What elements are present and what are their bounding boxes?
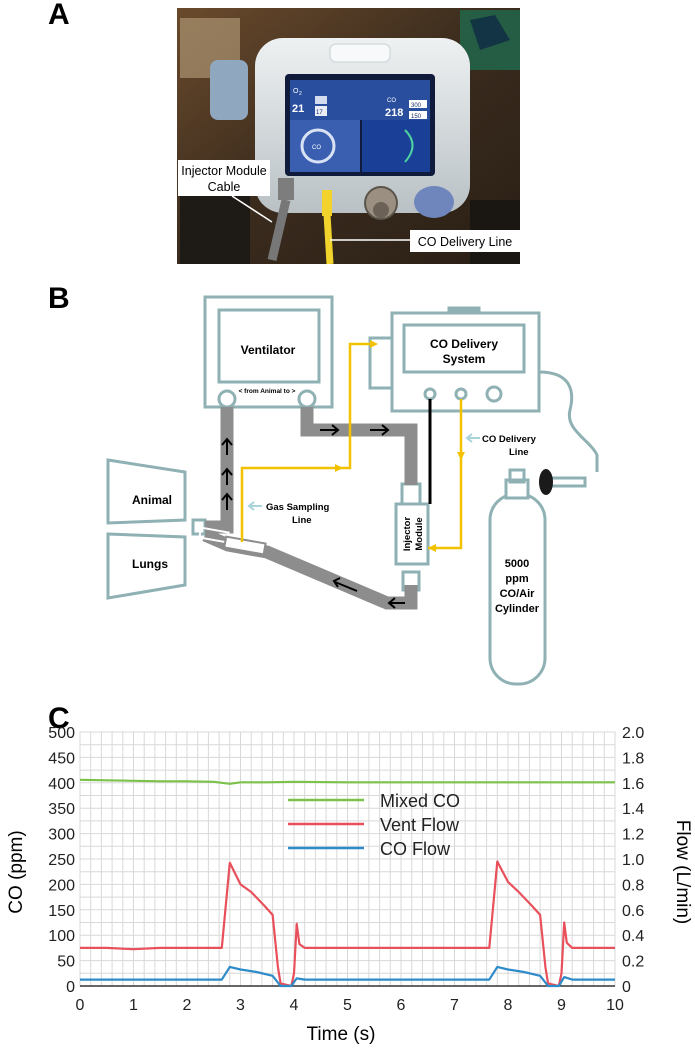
- x-tick-label: 7: [450, 997, 459, 1014]
- legend-label: CO Flow: [380, 839, 451, 859]
- legend-label: Vent Flow: [380, 815, 460, 835]
- chart-lines: [79, 778, 615, 988]
- co-delivery-line: [428, 399, 463, 550]
- lungs-box: [106, 532, 187, 600]
- y-tick-label: 200: [48, 877, 75, 894]
- x-tick-label: 8: [504, 997, 513, 1014]
- screen-co-label: CO: [387, 98, 396, 104]
- screen-co-value: 218: [385, 107, 403, 119]
- x-tick-label: 4: [290, 997, 299, 1014]
- x-tick-label: 5: [343, 997, 352, 1014]
- x-tick-label: 9: [557, 997, 566, 1014]
- cylinder-valve-icon: [539, 469, 553, 495]
- x-axis-label: Time (s): [307, 1024, 376, 1045]
- screen-value-17: 17: [316, 110, 323, 116]
- screen-o2-sub: 2: [299, 91, 302, 97]
- cylinder-label-3: CO/Air: [500, 588, 536, 600]
- injector-cable-connector: [278, 178, 294, 200]
- injector-cable-text-2: Cable: [208, 180, 241, 194]
- panel-a-label: A: [48, 0, 70, 31]
- chart-grid: [79, 731, 616, 987]
- lungs-label: Lungs: [132, 557, 168, 571]
- co-delivery-line-label-1: CO Delivery: [482, 434, 537, 445]
- co-system-label-2: System: [443, 352, 486, 366]
- ventilator-ports-label: < from Animal to >: [239, 388, 296, 395]
- y-tick-label: 50: [57, 954, 75, 971]
- expiratory-tube: [300, 407, 418, 485]
- y-tick-label: 350: [48, 801, 75, 818]
- y-axis-label: CO (ppm): [6, 830, 27, 913]
- co-dial-icon: [300, 128, 336, 164]
- y2-tick-label: 0: [622, 979, 631, 996]
- co-system-label-1: CO Delivery: [430, 337, 498, 351]
- y-tick-label: 500: [48, 725, 75, 742]
- x-tick-label: 10: [606, 997, 624, 1014]
- y-tick-label: 250: [48, 852, 75, 869]
- cylinder-label-4: Cylinder: [495, 603, 540, 615]
- y-tick-label: 0: [66, 979, 75, 996]
- gas-canister: [210, 60, 248, 120]
- y-tick-label: 150: [48, 903, 75, 920]
- y2-axis-label: Flow (L/min): [672, 820, 693, 925]
- x-tick-label: 3: [236, 997, 245, 1014]
- y2-tick-label: 0.6: [622, 903, 644, 920]
- chart-legend: Mixed CO Vent Flow CO Flow: [288, 791, 460, 859]
- y2-tick-label: 0.8: [622, 877, 644, 894]
- y-tick-label: 400: [48, 776, 75, 793]
- y2-tick-label: 1.0: [622, 852, 644, 869]
- injector-cable-callout: [178, 160, 270, 196]
- y2-tick-label: 0.4: [622, 928, 644, 945]
- panel-c-label: C: [48, 702, 70, 735]
- panel-a-photo: O 2 21 17 CO 218 300 150 CO Injector Mod…: [177, 8, 520, 265]
- y2-tick-label: 1.4: [622, 801, 644, 818]
- injector-label-2: Module: [414, 517, 425, 550]
- y2-tick-label: 1.2: [622, 827, 644, 844]
- inspiratory-tube: [205, 407, 234, 534]
- animal-label: Animal: [132, 493, 172, 507]
- x-tick-label: 1: [129, 997, 138, 1014]
- panel-b-label: B: [48, 282, 70, 315]
- screen-o2-value: 21: [292, 103, 304, 115]
- gas-sampling-label-2: Line: [292, 515, 312, 526]
- co-delivery-line-label-2: Line: [509, 447, 529, 458]
- y2-tick-label: 0.2: [622, 954, 644, 971]
- screen-o2-label: O: [293, 88, 299, 95]
- screen-dial-label: CO: [312, 145, 321, 151]
- series-line-co-flow: [80, 965, 615, 988]
- y-tick-label: 450: [48, 750, 75, 767]
- y-tick-label: 100: [48, 928, 75, 945]
- co-delivery-callout: [410, 230, 520, 252]
- screen-value-150: 150: [411, 114, 422, 120]
- legend-label: Mixed CO: [380, 791, 460, 811]
- y-tick-label: 300: [48, 827, 75, 844]
- gas-sampling-line: [240, 342, 370, 542]
- injector-cable-text-1: Injector Module: [181, 164, 267, 178]
- x-tick-label: 6: [397, 997, 406, 1014]
- x-tick-label: 0: [76, 997, 85, 1014]
- co-delivery-callout-text: CO Delivery Line: [418, 235, 513, 249]
- blue-knob: [414, 186, 454, 218]
- cylinder-label-2: ppm: [505, 573, 528, 585]
- gas-sampling-label-1: Gas Sampling: [266, 502, 330, 513]
- co-delivery-connector: [322, 190, 332, 216]
- animal-box: [106, 458, 187, 525]
- y2-tick-label: 1.8: [622, 750, 644, 767]
- y2-tick-label: 1.6: [622, 776, 644, 793]
- panel-b-diagram: Ventilator < from Animal to > CO Deliver…: [106, 295, 599, 686]
- ventilator-box: [203, 295, 334, 409]
- ventilator-label: Ventilator: [241, 343, 296, 357]
- cylinder-label-1: 5000: [505, 558, 529, 570]
- series-line-mixed-co: [79, 778, 615, 785]
- x-tick-label: 2: [183, 997, 192, 1014]
- injector-label-1: Injector: [402, 517, 413, 552]
- screen-co-setting: 300: [411, 103, 422, 109]
- y2-tick-label: 2.0: [622, 725, 644, 742]
